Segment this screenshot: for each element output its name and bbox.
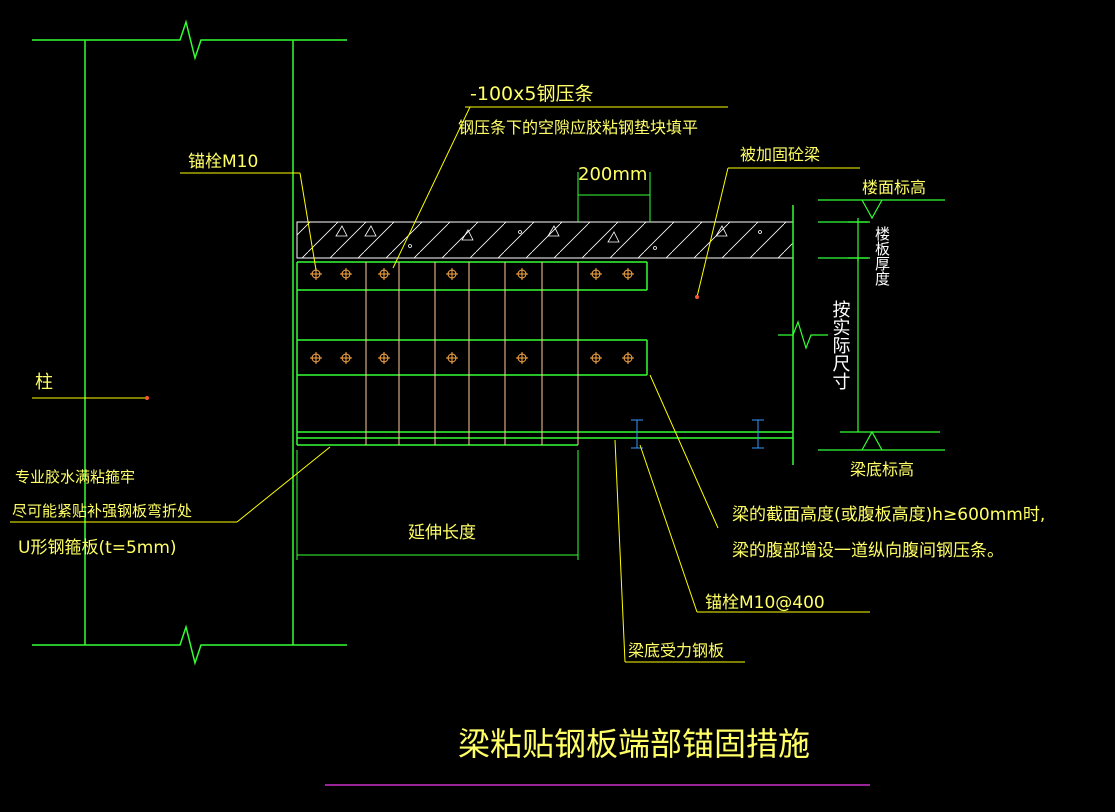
- beam-marker: [695, 295, 699, 299]
- label-anchor-bolt-spacing: 锚栓M10@400: [705, 593, 825, 613]
- bolt-row-top: [310, 268, 634, 280]
- dimension-lines: [296, 172, 651, 560]
- drawing-title: 梁粘贴钢板端部锚固措施: [458, 725, 810, 763]
- label-glue-note-1: 专业胶水满粘箍牢: [15, 468, 135, 486]
- column-marker: [145, 396, 149, 400]
- label-gap-fill-note: 钢压条下的空隙应胶粘钢垫块填平: [458, 118, 698, 137]
- level-marks: [778, 199, 945, 451]
- bottom-bolt-marks: [631, 419, 764, 449]
- label-web-note-1: 梁的截面高度(或腹板高度)h≥600mm时,: [732, 505, 1045, 525]
- label-floor-level: 楼面标高: [862, 178, 926, 197]
- label-dim-200: 200mm: [578, 164, 647, 185]
- leader-lines: [10, 106, 870, 663]
- floor-slab: [296, 221, 794, 259]
- label-web-note-2: 梁的腹部增设一道纵向腹间钢压条。: [732, 541, 1004, 561]
- anchor-bolts: [310, 268, 634, 364]
- label-glue-note-2: 尽可能紧贴补强钢板弯折处: [12, 502, 192, 520]
- label-bottom-plate: 梁底受力钢板: [628, 641, 724, 660]
- label-steel-press-strip: -100x5钢压条: [470, 83, 593, 105]
- label-beam-bottom-level: 梁底标高: [850, 460, 914, 479]
- label-u-plate: U形钢箍板(t=5mm): [18, 538, 177, 558]
- label-slab-thickness: 楼板厚度: [873, 226, 891, 286]
- label-reinforced-beam: 被加固砼梁: [740, 145, 820, 164]
- label-anchor-bolt: 锚栓M10: [188, 152, 258, 172]
- bolt-row-middle: [310, 352, 634, 364]
- label-column: 柱: [35, 372, 53, 393]
- column: [32, 19, 347, 666]
- u-straps: [365, 262, 579, 445]
- label-extension-length: 延伸长度: [408, 523, 476, 543]
- label-actual-size: 按实际尺寸: [830, 300, 851, 390]
